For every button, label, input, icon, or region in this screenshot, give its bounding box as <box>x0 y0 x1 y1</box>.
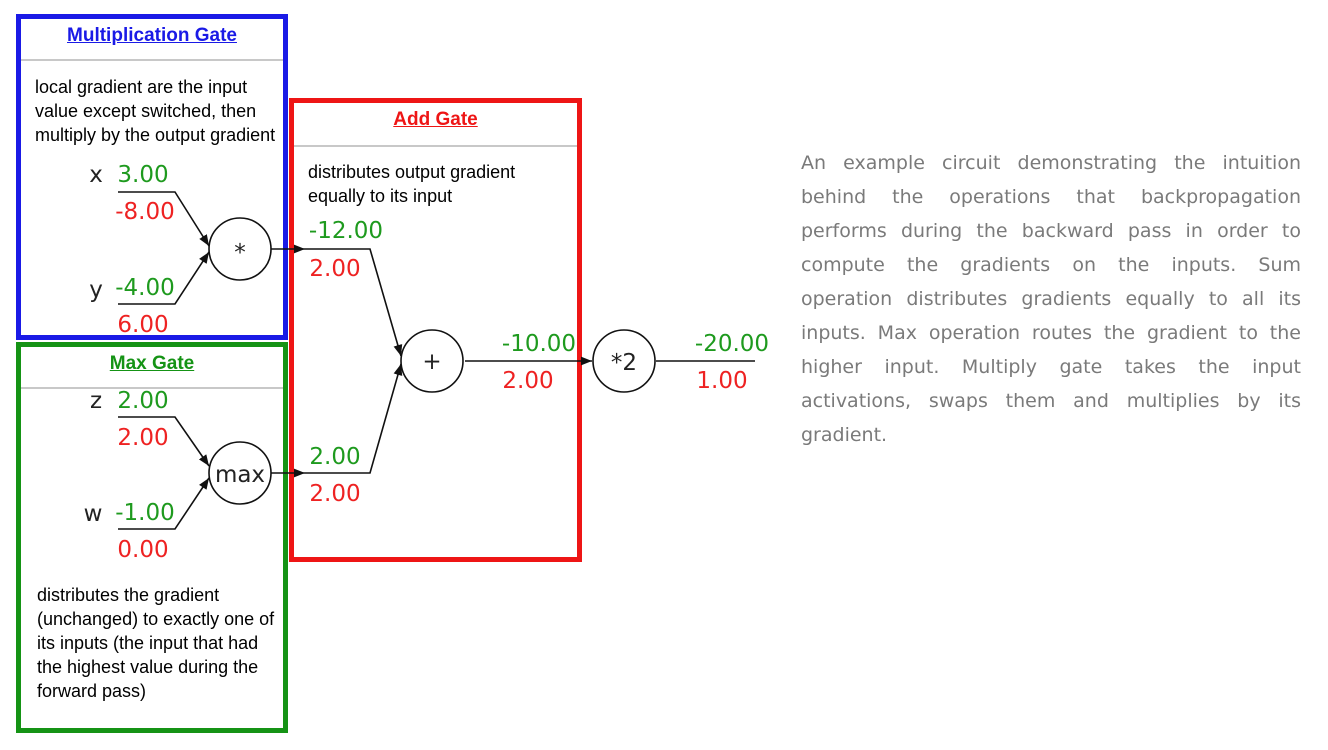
add-gate-divider <box>294 145 577 147</box>
scale-gate-label: *2 <box>611 350 637 376</box>
max-gate-note: distributes the gradient (unchanged) to … <box>37 585 275 701</box>
add-gate-note: distributes output gradient equally to i… <box>308 162 516 206</box>
multiplication-gate-divider <box>21 59 283 61</box>
description-paragraph: An example circuit demonstrating the int… <box>801 152 1301 446</box>
add-gate-box: Add Gate distributes output gradient equ… <box>289 98 582 562</box>
max-gate-divider <box>21 387 283 389</box>
multiplication-gate-note: local gradient are the input value excep… <box>35 77 276 145</box>
multiplication-gate-box: Multiplication Gate local gradient are t… <box>16 14 288 340</box>
scale-gate-circle <box>592 329 656 393</box>
multiplication-gate-title: Multiplication Gate <box>67 25 237 46</box>
final-out-gradient: 1.00 <box>696 368 747 394</box>
final-out-value: -20.00 <box>695 331 769 357</box>
max-gate-box: Max Gate distributes the gradient (uncha… <box>16 342 288 733</box>
add-gate-title: Add Gate <box>393 109 478 130</box>
max-gate-title: Max Gate <box>109 353 195 374</box>
